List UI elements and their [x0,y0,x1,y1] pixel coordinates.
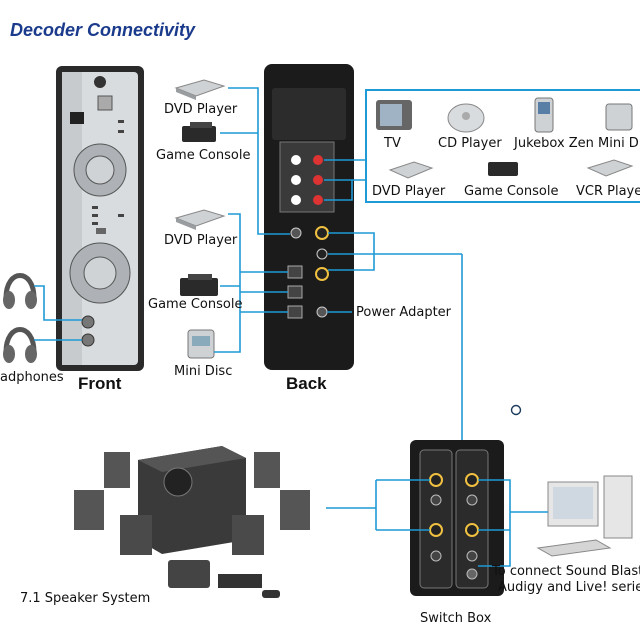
speaker-system-icon [74,446,310,598]
back-decoder-unit [264,64,354,370]
label-dvd-player-mid: DVD Player [164,233,238,248]
source-label-jukebox-zen: Jukebox Zen [514,136,594,151]
label-computer-line2: Audigy and Live! serie [498,580,640,595]
source-label-mini-disc: Mini Di [598,136,640,151]
source-label-tv: TV [384,136,401,151]
front-decoder-unit [56,66,144,371]
headphones-icon [3,273,37,363]
source-label-dvd-player: DVD Player [372,184,446,199]
mini-disc-icon [605,103,633,131]
label-back: Back [286,374,327,393]
connector-lines [34,87,548,567]
source-label-vcr-player: VCR Playe [576,184,640,199]
dvd-player-icon [388,161,434,179]
label-power-adapter: Power Adapter [356,305,452,320]
source-label-cd-player: CD Player [438,136,502,151]
computer-icon [536,475,633,557]
jukebox-zen-icon [534,97,554,133]
mini-disc-icon [187,329,215,359]
dvd-player-icon [174,79,226,100]
label-game-console-mid: Game Console [148,297,243,312]
game-console-icon [180,274,218,296]
label-game-console-top: Game Console [156,148,251,163]
switch-box-unit [410,440,504,596]
cd-player-icon [447,103,485,133]
label-mini-disc: Mini Disc [174,364,233,379]
tv-icon [376,100,412,130]
marker-circle [510,404,522,416]
label-computer-line1: To connect Sound Blast [492,564,640,579]
label-front: Front [78,374,122,393]
vcr-player-icon [586,159,634,177]
label-speaker-system: 7.1 Speaker System [20,591,151,606]
label-headphones: adphones [0,370,64,385]
label-dvd-player-top: DVD Player [164,102,238,117]
source-label-game-console: Game Console [464,184,559,199]
label-switch-box: Switch Box [420,611,492,626]
dvd-player-icon [174,209,226,230]
game-console-icon [488,162,518,176]
diagram-title: Decoder Connectivity [10,20,196,40]
game-console-icon [182,122,216,142]
